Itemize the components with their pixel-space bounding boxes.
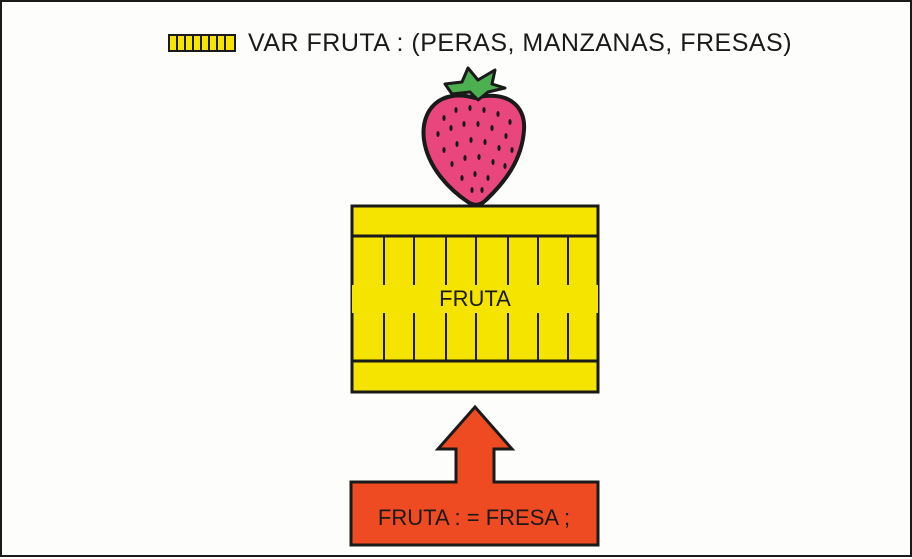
assignment-arrow bbox=[349, 404, 600, 547]
variable-name-label: FRUTA bbox=[352, 285, 598, 313]
declaration-text: VAR FRUTA : (PERAS, MANZANAS, FRESAS) bbox=[248, 28, 793, 57]
variable-name: FRUTA bbox=[433, 285, 517, 313]
crate-legend-icon bbox=[168, 34, 236, 52]
strawberry-icon bbox=[421, 66, 527, 207]
assignment-statement: FRUTA : = FRESA ; bbox=[377, 505, 571, 530]
type-declaration: VAR FRUTA : (PERAS, MANZANAS, FRESAS) bbox=[168, 26, 792, 60]
